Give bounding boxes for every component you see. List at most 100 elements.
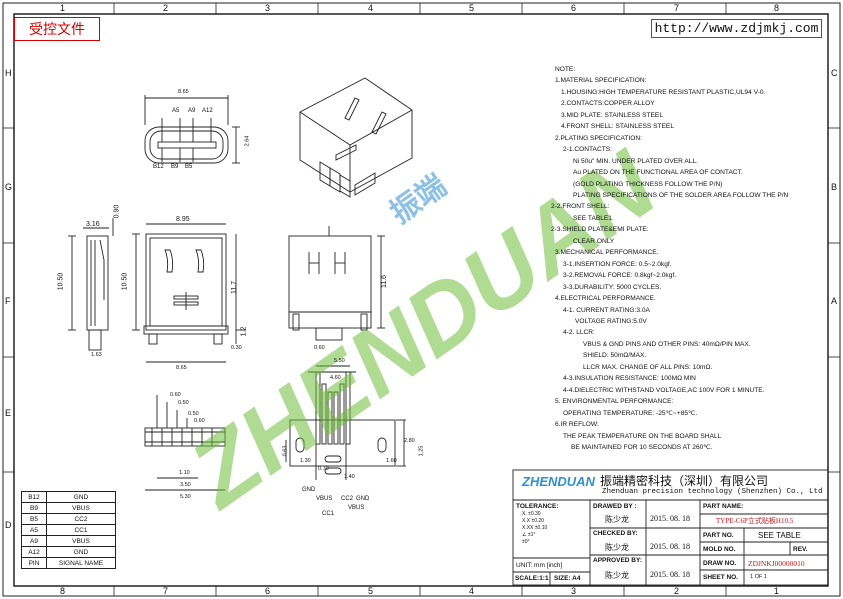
tolerance-label: TOLERANCE: [516, 503, 559, 510]
grid-top-6: 6 [571, 3, 577, 13]
note-line: 4-4.DIELECTRIC WITHSTAND VOLTAGE,AC 100V… [563, 386, 765, 394]
part-name-label: PART NAME: [703, 503, 744, 510]
drawn-by-label: DRAWED BY : [593, 503, 637, 510]
grid-right-a: A [831, 296, 838, 306]
sheet-no-label: SHEET NO. [703, 574, 739, 581]
controlled-document-stamp: 受控文件 [14, 17, 100, 41]
dim-11-7: 11.7 [231, 280, 239, 295]
side-view-right [288, 226, 385, 341]
front-view [132, 223, 246, 363]
pcb-layout [285, 365, 406, 480]
note-line: 3-1.INSERTION FORCE: 0.5~2.0kgf. [563, 260, 672, 268]
grid-bottom-1: 8 [60, 586, 66, 596]
profile-dim-3-50: 3.50 [180, 482, 191, 488]
pcb-pin-cc1: CC1 [322, 511, 335, 517]
checked-by-name: 陈少龙 [605, 543, 629, 552]
note-line: CLEAR ONLY [573, 237, 615, 245]
pcb-dim-2-80: 2.80 [404, 438, 415, 444]
profile-dim-0-60: 0.60 [170, 392, 181, 398]
pin-signal: CC2 [46, 513, 116, 525]
pcb-pin-vbus-right: VBUS [348, 505, 365, 511]
website-url[interactable]: http://www.zdjmkj.com [651, 19, 822, 38]
grid-bottom-6: 3 [571, 586, 577, 596]
note-line: VOLTAGE RATING:5.0V [575, 317, 647, 325]
grid-bottom-4: 5 [368, 586, 374, 596]
dim-8-95: 8.95 [176, 216, 190, 223]
draw-no-label: DRAW NO. [703, 560, 737, 567]
dim-3-16: 3.16 [86, 221, 100, 228]
dim-0-60: 0.60 [314, 345, 325, 351]
drawn-date: 2015. 08. 18 [650, 514, 690, 523]
pcb-dim-4-60: 4.60 [330, 375, 341, 381]
grid-bottom-5: 4 [469, 586, 475, 596]
note-line: 1.MATERIAL SPECIFICATION: [555, 77, 647, 85]
top-view [144, 95, 240, 164]
note-line: SHIELD: 50mΩ/MAX. [583, 352, 647, 360]
note-line: PLATING SPECIFICATIONS OF THE SOLDER ARE… [573, 191, 789, 199]
note-line: 4-3.INSULATION RESISTANCE: 100MΩ MIN [563, 375, 696, 383]
grid-left-d: D [5, 520, 12, 530]
pin-number: B12 [21, 491, 47, 503]
tolerance-row-1: X. ±0.30 [522, 511, 541, 517]
unit-label: UNIT: mm [inch] [516, 562, 563, 569]
label-b5: B5 [185, 164, 193, 170]
grid-left-f: F [5, 296, 11, 306]
label-a9: A9 [188, 108, 196, 114]
tolerance-row-5: ±0° [522, 539, 530, 545]
note-line: 3-2.REMOVAL FORCE: 0.8kgf~2.0kgf. [563, 272, 677, 280]
pcb-pin-gnd-right: GND [356, 496, 370, 502]
note-line: 6.IR REFLOW: [555, 421, 599, 429]
dim-top-width: 8.65 [178, 89, 189, 95]
size-label: SIZE: A4 [554, 575, 581, 582]
part-name-value: TYPE-C6P立式贴板H10.5 [716, 517, 794, 525]
pin-signal: VBUS [46, 502, 116, 514]
pin-header: PIN [21, 557, 47, 569]
grid-bottom-8: 1 [774, 586, 780, 596]
label-a12: A12 [202, 108, 213, 114]
grid-top-7: 7 [674, 3, 680, 13]
note-line: 2-2.FRONT SHELL: [551, 203, 610, 211]
pcb-pin-cc2: CC2 [341, 496, 354, 502]
note-line: Ni 50u" MIN. UNDER PLATED OVER ALL. [573, 157, 698, 165]
grid-left-g: G [5, 182, 13, 192]
note-line: 5. ENVIRONMENTAL PERFORMANCE: [555, 398, 674, 406]
pin-number: B5 [21, 513, 47, 525]
part-no-value: SEE TABLE [758, 531, 801, 540]
note-line: 2-1.CONTACTS: [563, 146, 612, 154]
side-profile-view [144, 395, 226, 491]
note-line: 3.MID PLATE: STAINLESS STEEL [561, 111, 663, 119]
drawn-by-name: 陈少龙 [605, 515, 629, 524]
grid-bottom-3: 6 [265, 586, 271, 596]
dim-0-30: 0.30 [231, 345, 242, 351]
note-line: 3-3.DURABILITY: 5000 CYCLES. [563, 283, 662, 291]
title-block-grid [512, 469, 829, 586]
sheet-no-value: 1 OF 1 [750, 574, 767, 580]
profile-dim-0-50-a: 0.50 [178, 400, 189, 406]
note-line: 4-1. CURRENT RATING:3.0A [563, 306, 650, 314]
note-line: 2-3.SHIELD PLATE&EMI PLATE: [551, 226, 649, 234]
tolerance-row-3: X.XX ±0.10 [522, 525, 548, 531]
dim-top-height: 2.64 [244, 135, 251, 147]
side-view-left [68, 218, 114, 351]
dim-8-65: 8.65 [176, 365, 187, 371]
note-line: (GOLD PLATING THICKNESS FOLLOW THE P/N) [573, 180, 723, 188]
pcb-dim-1-30: 1.30 [300, 458, 311, 464]
pcb-dim-1-60: 1.60 [386, 458, 397, 464]
company-name-en: Zhenduan precision technology (Shenzhen)… [602, 488, 823, 496]
grid-left-h: H [5, 68, 12, 78]
pin-signal: GND [46, 546, 116, 558]
note-line: OPERATING TEMPERATURE: -25℃~+85℃. [563, 409, 698, 417]
pin-number: A5 [21, 524, 47, 536]
draw-no-value: ZDJNKJ00000010 [748, 559, 805, 568]
mold-no-label: MOLD NO. [703, 546, 736, 553]
inner-frame [13, 13, 829, 587]
profile-dim-0-50-b: 0.50 [188, 411, 199, 417]
signal-name-header: SIGNAL NAME [46, 557, 116, 569]
note-line: 4.ELECTRICAL PERFORMANCE. [555, 295, 656, 303]
pin-number: B9 [21, 502, 47, 514]
dim-1-63: 1.63 [91, 352, 102, 358]
